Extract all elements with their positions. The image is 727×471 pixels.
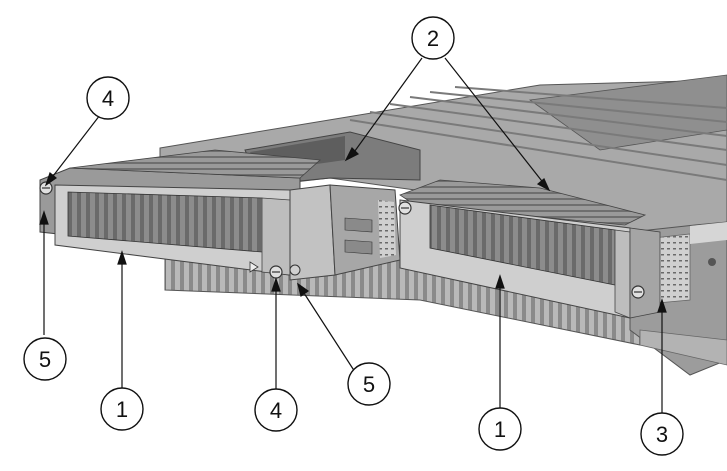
svg-text:1: 1 (116, 397, 128, 422)
callout-4-top-left: 4 (86, 76, 130, 120)
callout-5-bottom: 5 (347, 362, 391, 406)
callout-5-left: 5 (23, 337, 67, 381)
svg-text:4: 4 (102, 86, 114, 111)
svg-text:1: 1 (494, 417, 506, 442)
svg-text:3: 3 (656, 422, 668, 447)
callout-2: 2 (411, 16, 455, 60)
svg-text:2: 2 (427, 26, 439, 51)
svg-text:4: 4 (270, 398, 282, 423)
module-left (39, 149, 401, 281)
callout-1-right: 1 (478, 407, 522, 451)
svg-text:5: 5 (363, 372, 375, 397)
leader-lines (39, 57, 667, 415)
callout-3: 3 (640, 412, 684, 456)
callout-4-bottom: 4 (254, 388, 298, 432)
captive-screw-icons (39, 181, 645, 299)
callout-1-left: 1 (100, 387, 144, 431)
module-right (399, 179, 661, 319)
svg-text:5: 5 (39, 347, 51, 372)
